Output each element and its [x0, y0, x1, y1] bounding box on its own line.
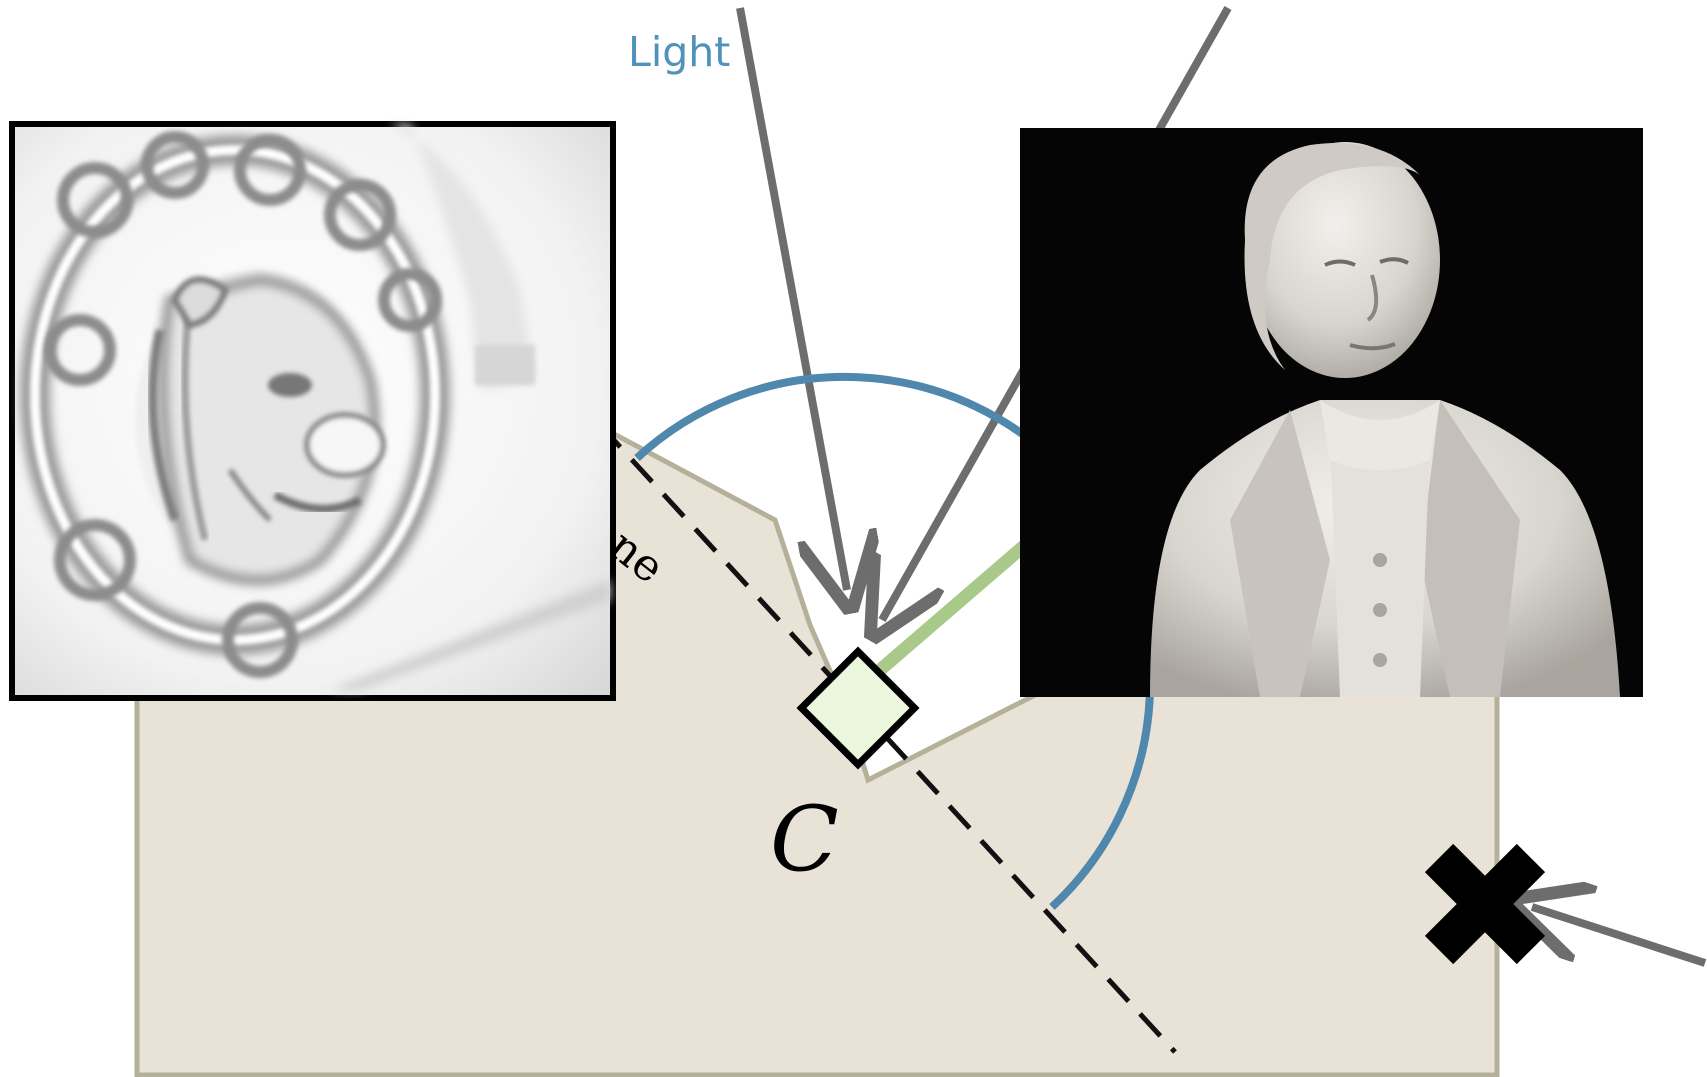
light-label: Light — [628, 28, 730, 76]
lion-relief-inset — [12, 124, 613, 698]
point-c-label: C — [770, 787, 839, 892]
surface-normal — [880, 545, 1025, 670]
statue-photo-inset — [1020, 128, 1643, 697]
incoming-ray-marker — [1532, 907, 1705, 963]
incoming-ray-light — [740, 8, 847, 590]
